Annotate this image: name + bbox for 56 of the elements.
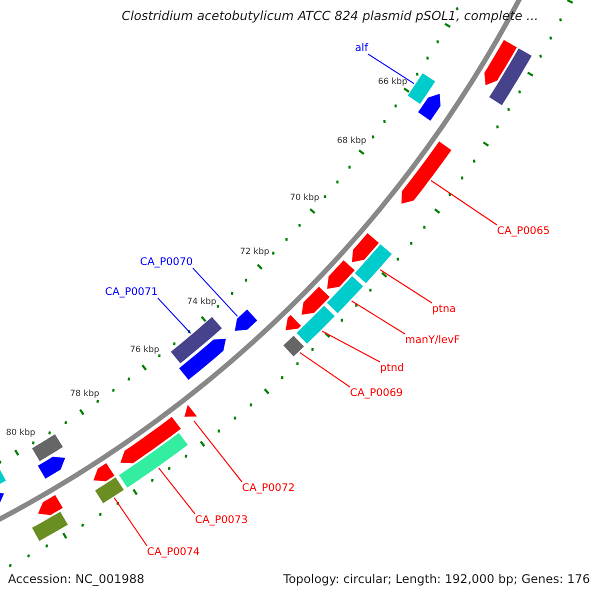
map-title: Clostridium acetobutylicum ATCC 824 plasmid pSOL1, complete ...: [120, 9, 540, 24]
leader-line: [430, 180, 498, 226]
gene-feature: [184, 404, 197, 417]
scale-label: 74 kbp: [187, 298, 216, 308]
gene-feature: [234, 310, 258, 331]
gene-label: CA_P0065: [497, 225, 550, 238]
scale-label: 78 kbp: [70, 390, 100, 400]
leader-line: [322, 330, 380, 362]
gene-feature: [170, 317, 222, 364]
leader-line: [380, 269, 432, 304]
gene-label: alf: [355, 42, 368, 54]
genome-info-text: Topology: circular; Length: 192,000 bp; Genes: 176: [283, 573, 590, 587]
gene-feature: [179, 338, 226, 380]
gene-feature: [120, 416, 181, 464]
gene-label: manY/levF: [405, 334, 460, 346]
gene-feature: [402, 141, 452, 204]
leader-line: [157, 298, 192, 334]
gene-feature: [283, 336, 304, 356]
gene-feature: [352, 233, 379, 262]
scale-label: 76 kbp: [130, 346, 160, 356]
gene-feature: [489, 48, 532, 106]
gene-feature: [38, 456, 66, 479]
scale-label: 70 kbp: [290, 194, 320, 204]
gene-feature: [286, 315, 301, 330]
gene-feature: [38, 495, 63, 516]
leader-line: [114, 498, 148, 546]
gene-label: CA_P0069: [350, 387, 403, 400]
leader-line: [192, 268, 238, 317]
gene-feature: [418, 94, 440, 121]
leader-line: [351, 300, 406, 334]
leader-line: [299, 352, 350, 388]
scale-label: 80 kbp: [6, 429, 36, 439]
gene-feature: [296, 306, 335, 344]
leader-line: [193, 420, 242, 482]
gene-feature: [119, 432, 188, 488]
gene-feature: [326, 276, 364, 314]
gene-label: CA_P0073: [195, 514, 248, 526]
scale-label: 72 kbp: [240, 248, 270, 258]
gene-feature: [408, 73, 436, 104]
gene-feature: [95, 477, 124, 504]
gene-feature: [32, 512, 68, 541]
gene-feature: [327, 260, 355, 289]
gene-label: CA_P0071: [105, 286, 158, 298]
gene-label: ptna: [432, 303, 456, 316]
gene-feature: [484, 40, 517, 86]
gene-label: CA_P0072: [242, 482, 295, 494]
gene-label: CA_P0070: [140, 256, 193, 268]
gene-label: ptnd: [380, 362, 404, 374]
scale-label: 68 kbp: [337, 137, 366, 147]
gene-feature: [302, 286, 330, 315]
leader-line: [368, 54, 414, 84]
gene-feature: [93, 463, 114, 482]
gene-label: CA_P0074: [147, 546, 200, 558]
scale-label: 66 kbp: [378, 78, 408, 88]
accession-text: Accession: NC_001988: [8, 573, 144, 587]
gene-feature: [354, 244, 392, 284]
